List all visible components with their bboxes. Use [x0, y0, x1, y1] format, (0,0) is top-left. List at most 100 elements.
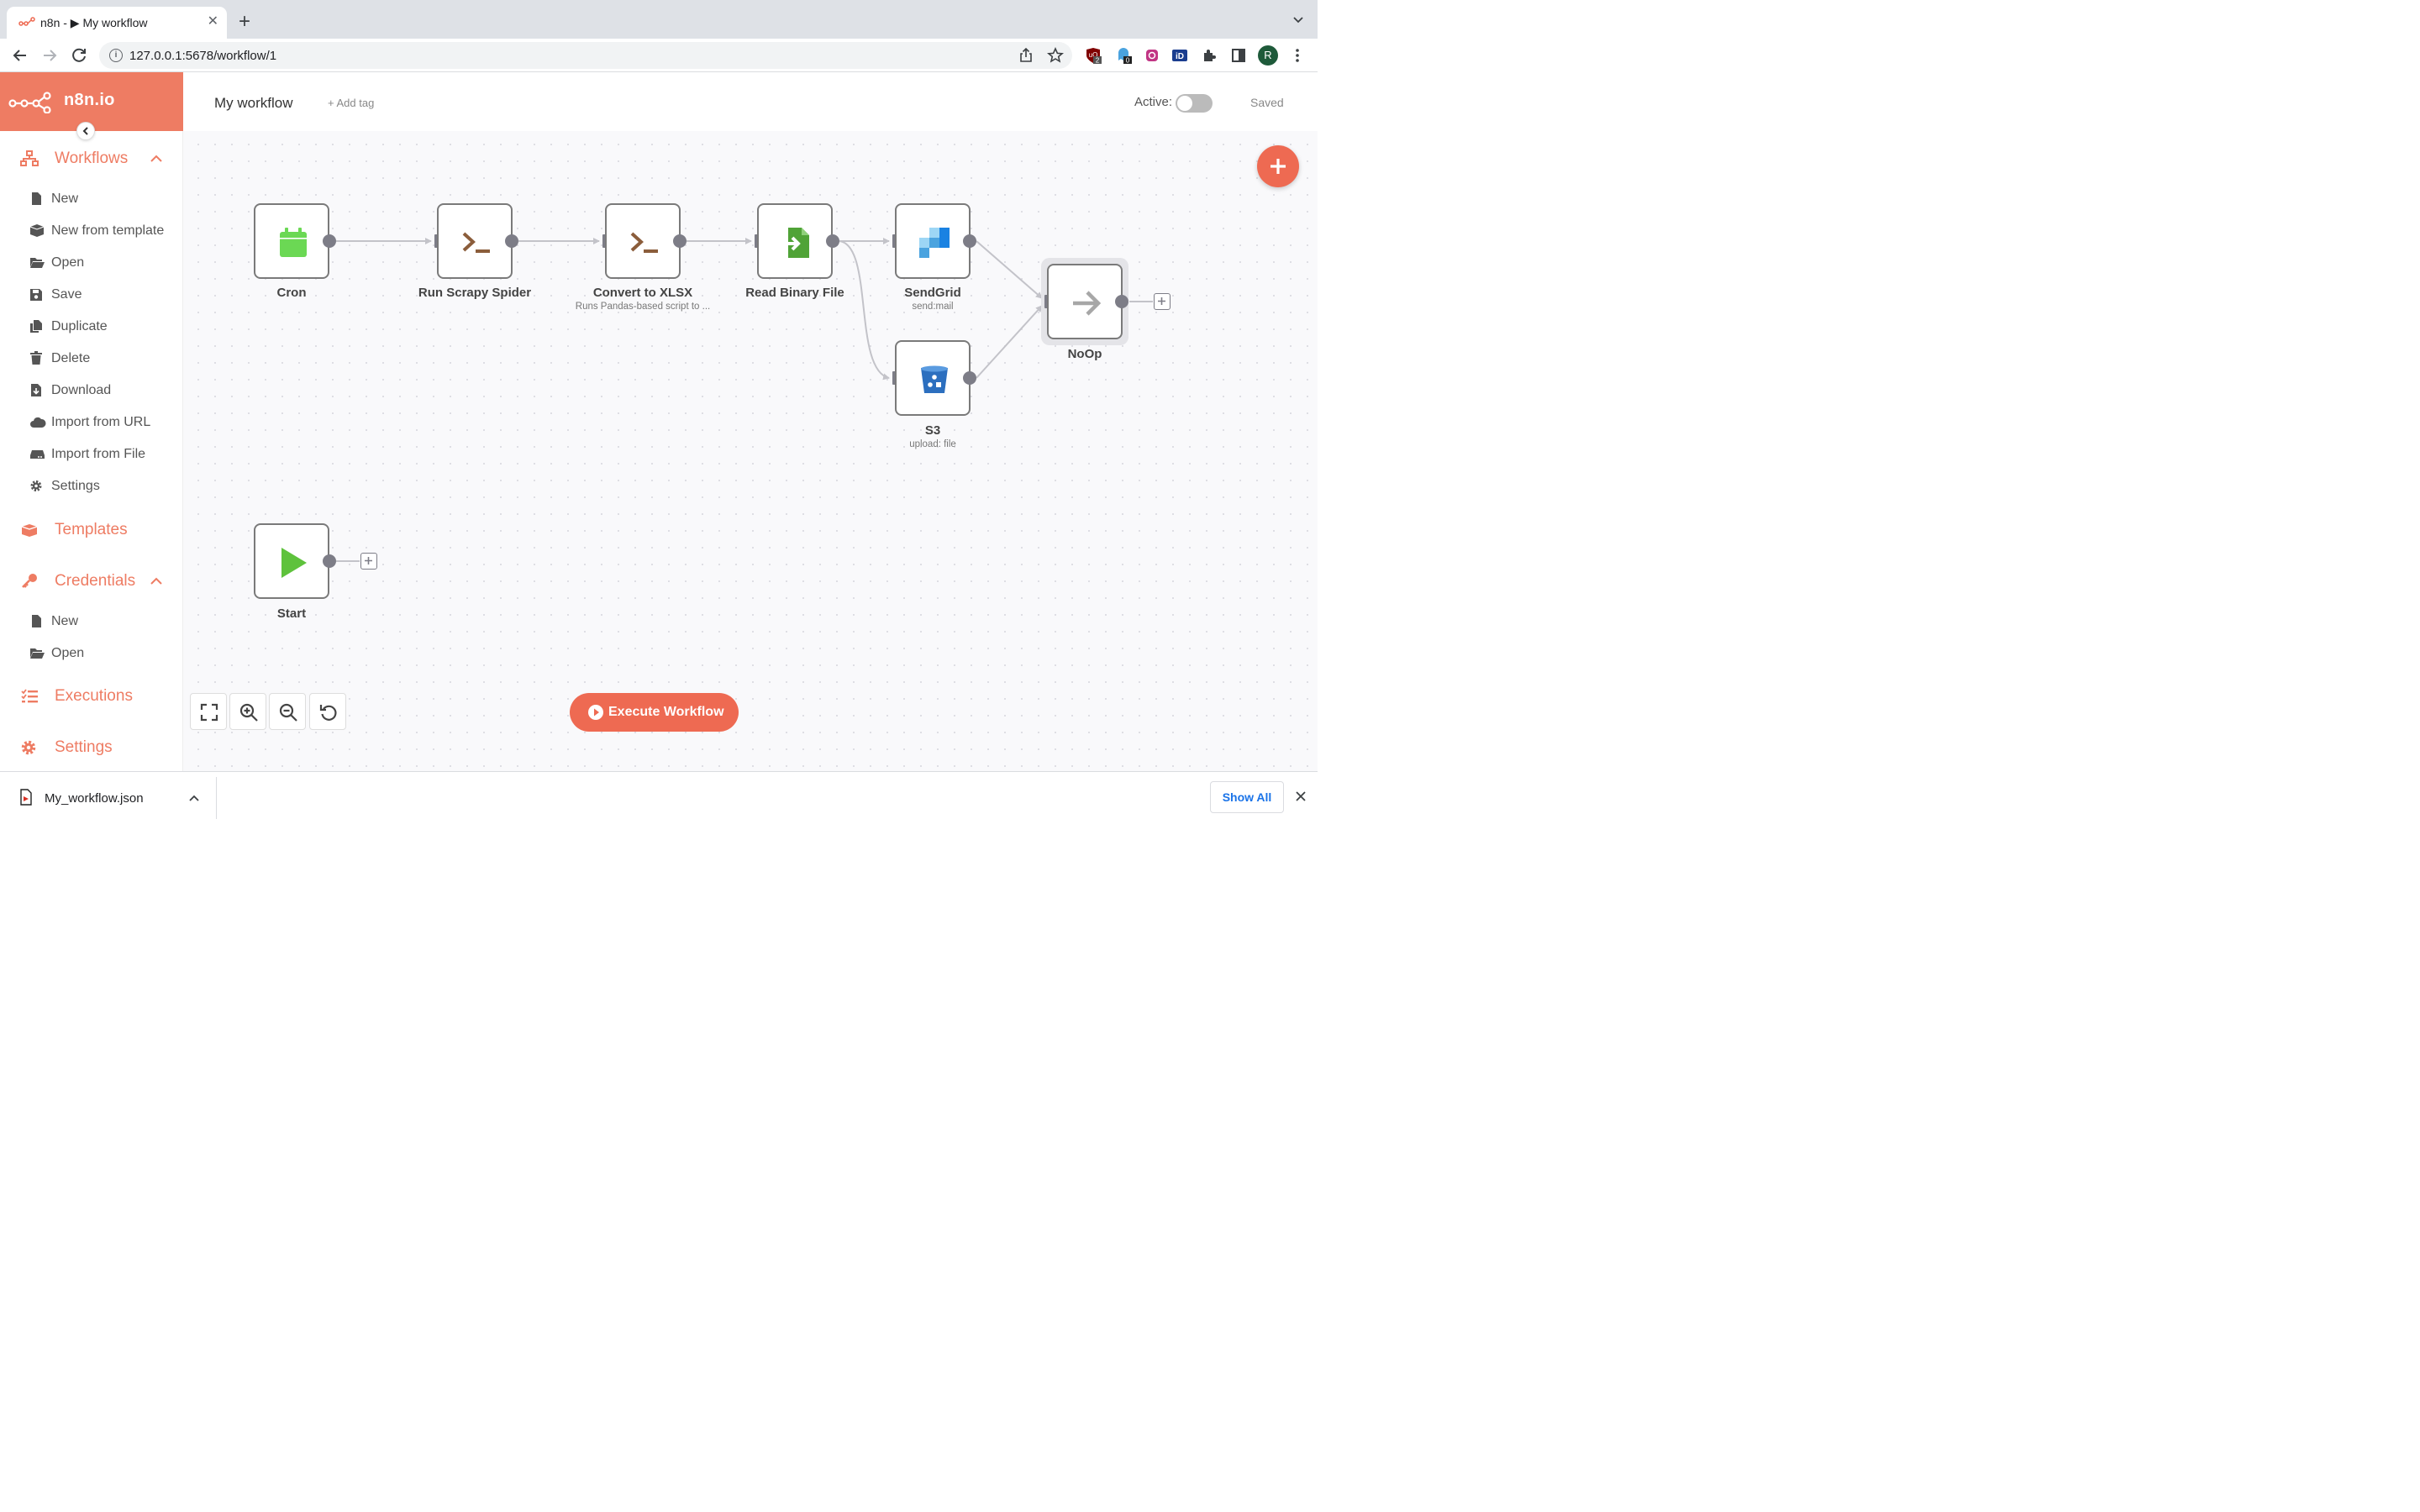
logo-text: n8n.io — [64, 91, 115, 109]
menu-item-delete[interactable]: Delete — [0, 345, 183, 372]
instagram-extension-icon[interactable] — [1144, 47, 1160, 64]
side-panel-icon[interactable] — [1230, 47, 1247, 64]
sendgrid-icon — [919, 228, 950, 258]
forward-icon[interactable] — [39, 45, 60, 66]
node-title: Run Scrapy Spider — [418, 286, 532, 300]
zoom-to-fit-button[interactable] — [190, 693, 227, 730]
zoom-in-button[interactable] — [229, 693, 266, 730]
svg-text:uO: uO — [1089, 51, 1098, 59]
zoom-out-button[interactable] — [269, 693, 306, 730]
chevron-up-icon — [150, 577, 162, 585]
node-run-scrapy-spider[interactable] — [437, 203, 513, 279]
browser-menu-icon[interactable] — [1292, 47, 1302, 64]
share-icon[interactable] — [1018, 47, 1034, 64]
download-file-name[interactable]: My_workflow.json — [45, 791, 144, 806]
menu-item-open-credential[interactable]: Open — [0, 640, 183, 667]
node-convert-to-xlsx[interactable] — [605, 203, 681, 279]
menu-item-new-from-template[interactable]: New from template — [0, 218, 183, 244]
id-extension-icon[interactable]: iD — [1171, 47, 1188, 64]
reload-icon[interactable] — [69, 45, 89, 66]
tab-search-chevron-icon[interactable] — [1292, 13, 1304, 25]
box-open-icon — [21, 524, 38, 537]
browser-tab[interactable]: n8n - ▶ My workflow ✕ — [7, 7, 227, 39]
collapse-sidebar-button[interactable] — [76, 122, 95, 140]
output-port[interactable] — [323, 554, 336, 568]
menu-item-label: New from template — [51, 223, 165, 238]
menu-item-duplicate[interactable]: Duplicate — [0, 313, 183, 340]
menu-item-import-url[interactable]: Import from URL — [0, 409, 183, 436]
reset-zoom-button[interactable] — [309, 693, 346, 730]
logo-bar: n8n.io — [0, 72, 183, 131]
calendar-icon — [280, 228, 307, 257]
extensions-puzzle-icon[interactable] — [1201, 47, 1218, 64]
output-port[interactable] — [963, 371, 976, 385]
node-cron[interactable] — [254, 203, 329, 279]
menu-item-label: Open — [51, 646, 85, 660]
menu-item-workflow-settings[interactable]: Settings — [0, 473, 183, 500]
menu-workflows[interactable]: Workflows — [0, 144, 183, 174]
node-s3[interactable] — [895, 340, 971, 416]
address-bar[interactable]: i 127.0.0.1:5678/workflow/1 — [99, 42, 1072, 69]
node-read-binary-file[interactable] — [757, 203, 833, 279]
menu-item-label: Settings — [51, 479, 100, 493]
save-icon — [30, 289, 42, 301]
new-tab-icon[interactable]: + — [239, 10, 251, 33]
menu-settings[interactable]: Settings — [0, 732, 183, 763]
chevron-up-icon[interactable] — [188, 792, 200, 804]
site-info-icon[interactable]: i — [109, 49, 123, 62]
downloads-bar: My_workflow.json Show All — [0, 771, 1318, 823]
ghostery-extension-icon[interactable]: 0 — [1115, 47, 1132, 64]
menu-item-open-workflow[interactable]: Open — [0, 249, 183, 276]
menu-item-label: Duplicate — [51, 319, 108, 333]
back-icon[interactable] — [10, 45, 30, 66]
profile-avatar[interactable]: R — [1258, 45, 1278, 66]
cloud-icon — [30, 417, 46, 428]
add-node-button[interactable] — [1257, 145, 1299, 187]
menu-executions[interactable]: Executions — [0, 681, 183, 711]
bookmark-star-icon[interactable] — [1047, 47, 1064, 64]
add-node-plus-icon[interactable] — [360, 553, 377, 570]
add-node-plus-icon[interactable] — [1154, 293, 1171, 310]
folder-open-icon — [30, 258, 45, 268]
undo-icon — [319, 705, 337, 721]
node-title: Convert to XLSX — [592, 286, 693, 300]
menu-item-download[interactable]: Download — [0, 377, 183, 404]
show-all-downloads-button[interactable]: Show All — [1210, 781, 1284, 813]
menu-item-save[interactable]: Save — [0, 281, 183, 308]
ublock-extension-icon[interactable]: uO 2 — [1085, 47, 1102, 64]
expand-icon — [200, 703, 218, 722]
execute-workflow-button[interactable]: Execute Workflow — [570, 693, 739, 732]
menu-item-new-credential[interactable]: New — [0, 608, 183, 635]
close-icon[interactable] — [1295, 790, 1307, 802]
n8n-favicon-icon — [18, 17, 35, 26]
output-port[interactable] — [963, 234, 976, 248]
folder-open-icon — [30, 648, 45, 659]
menu-item-label: Import from URL — [51, 415, 151, 429]
menu-workflows-label: Workflows — [55, 150, 129, 167]
trash-icon — [30, 351, 42, 365]
node-sendgrid[interactable] — [895, 203, 971, 279]
output-port[interactable] — [505, 234, 518, 248]
workflow-name[interactable]: My workflow — [214, 95, 293, 111]
menu-item-import-file[interactable]: Import from File — [0, 441, 183, 468]
zoom-in-icon — [239, 703, 258, 722]
node-start[interactable] — [254, 523, 329, 599]
output-port[interactable] — [323, 234, 336, 248]
chevron-left-icon — [82, 127, 88, 135]
menu-item-new-workflow[interactable]: New — [0, 186, 183, 213]
sidebar: n8n.io Workflows New New from template O… — [0, 72, 183, 771]
active-toggle[interactable] — [1176, 94, 1213, 113]
add-tag-button[interactable]: + Add tag — [328, 97, 375, 109]
menu-templates[interactable]: Templates — [0, 515, 183, 545]
tab-close-icon[interactable]: ✕ — [207, 14, 218, 29]
file-download-icon — [31, 384, 41, 396]
node-noop[interactable] — [1047, 264, 1123, 339]
menu-settings-label: Settings — [55, 738, 113, 756]
workflow-canvas[interactable] — [183, 131, 1318, 771]
output-port[interactable] — [826, 234, 839, 248]
output-port[interactable] — [673, 234, 687, 248]
menu-credentials[interactable]: Credentials — [0, 566, 183, 596]
s3-bucket-icon — [921, 365, 948, 393]
output-port[interactable] — [1115, 295, 1128, 308]
url-path: :5678/workflow/1 — [182, 49, 277, 63]
